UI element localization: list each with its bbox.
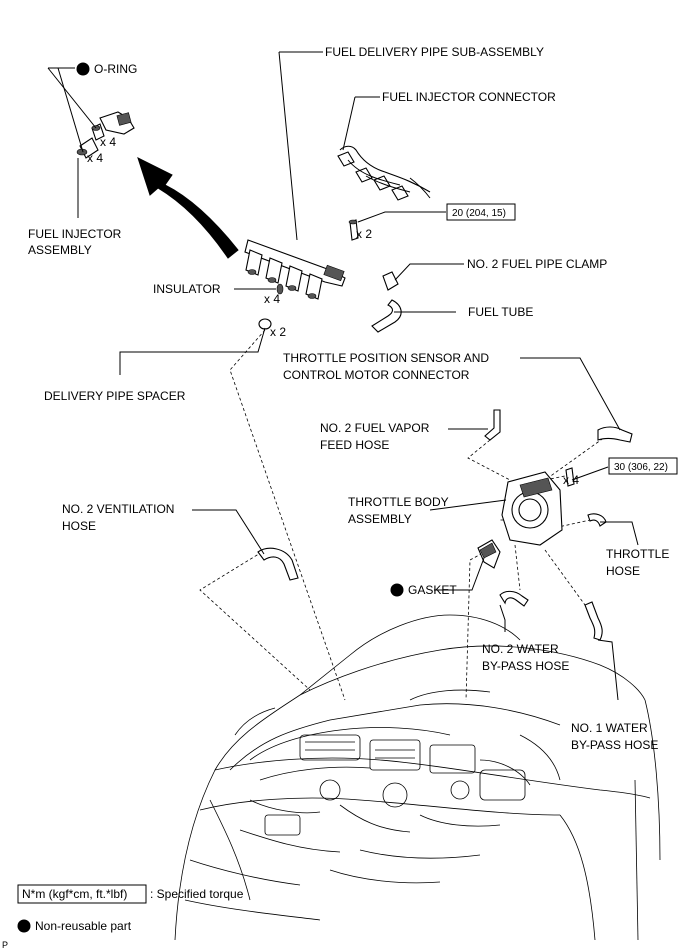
nonreusable-oring-marker — [76, 62, 90, 76]
label-ventilation-hose-line1: NO. 2 VENTILATION — [62, 502, 174, 516]
legend-torque-text: : Specified torque — [150, 887, 244, 901]
corner-mark: P — [2, 940, 8, 950]
qty-throttle-body-bolt: x 4 — [563, 473, 579, 487]
removal-direction-arrow — [137, 157, 239, 259]
label-fuel-injector-assembly-line2: ASSEMBLY — [28, 243, 92, 257]
nonreusable-gasket-marker — [390, 583, 404, 597]
label-fuel-vapor-hose-line1: NO. 2 FUEL VAPOR — [320, 421, 430, 435]
label-throttle-body-line1: THROTTLE BODY — [348, 495, 449, 509]
label-gasket: GASKET — [408, 583, 457, 597]
label-tps-connector-line1: THROTTLE POSITION SENSOR AND — [283, 351, 489, 365]
tps-connector-part — [597, 426, 633, 443]
label-fuel-vapor-hose-line2: FEED HOSE — [320, 438, 389, 452]
ventilation-hose-part — [257, 547, 299, 581]
label-fuel-delivery-pipe: FUEL DELIVERY PIPE SUB-ASSEMBLY — [325, 45, 544, 59]
legend-torque-symbol-box — [17, 884, 147, 904]
qty-delivery-pipe-bolt: x 2 — [356, 227, 372, 241]
label-throttle-hose-line1: THROTTLE — [606, 547, 669, 561]
fuel-pipe-clamp-part — [382, 271, 399, 291]
qty-oring: x 4 — [100, 135, 116, 149]
label-no2-water-hose-line1: NO. 2 WATER — [482, 642, 559, 656]
vehicle-engine-bay-illustration — [174, 614, 661, 941]
label-o-ring: O-RING — [94, 62, 137, 76]
qty-injector: x 4 — [87, 151, 103, 165]
no2-water-hose-part — [499, 590, 529, 607]
torque-box-throttle-body — [608, 457, 678, 475]
fuel-injector-connector-harness — [337, 145, 431, 201]
fuel-delivery-pipe-assembly — [244, 219, 359, 300]
label-no2-fuel-pipe-clamp: NO. 2 FUEL PIPE CLAMP — [467, 257, 607, 271]
label-no1-water-hose-line1: NO. 1 WATER — [571, 721, 648, 735]
label-fuel-tube: FUEL TUBE — [468, 305, 533, 319]
fuel-tube-part — [371, 299, 402, 333]
qty-spacer: x 2 — [270, 325, 286, 339]
throttle-hose-part — [587, 513, 607, 527]
label-throttle-hose-line2: HOSE — [606, 564, 640, 578]
legend-torque-symbol: N*m (kgf*cm, ft.*lbf) — [22, 887, 127, 901]
torque-value-throttle-body: 30 (306, 22) — [614, 462, 668, 473]
legend-nonreusable-dot — [17, 919, 31, 933]
fuel-vapor-hose-part — [484, 409, 501, 441]
label-fuel-injector-assembly-line1: FUEL INJECTOR — [28, 227, 122, 241]
label-delivery-pipe-spacer: DELIVERY PIPE SPACER — [44, 389, 186, 403]
label-insulator: INSULATOR — [153, 282, 221, 296]
leader-lines — [47, 51, 639, 701]
label-tps-connector-line2: CONTROL MOTOR CONNECTOR — [283, 368, 470, 382]
throttle-body-part — [501, 467, 575, 546]
label-fuel-injector-connector: FUEL INJECTOR CONNECTOR — [382, 90, 556, 104]
legend-nonreusable-text: Non-reusable part — [35, 919, 132, 933]
qty-insulator: x 4 — [264, 292, 280, 306]
no1-water-hose-part — [584, 601, 603, 641]
insulator-part — [276, 283, 284, 295]
label-throttle-body-line2: ASSEMBLY — [348, 512, 412, 526]
torque-value-delivery-pipe: 20 (204, 15) — [452, 208, 506, 219]
torque-box-delivery-pipe — [446, 203, 516, 221]
label-no2-water-hose-line2: BY-PASS HOSE — [482, 659, 569, 673]
label-ventilation-hose-line2: HOSE — [62, 519, 96, 533]
label-no1-water-hose-line2: BY-PASS HOSE — [571, 738, 658, 752]
fuel-injector-detail — [76, 111, 135, 159]
